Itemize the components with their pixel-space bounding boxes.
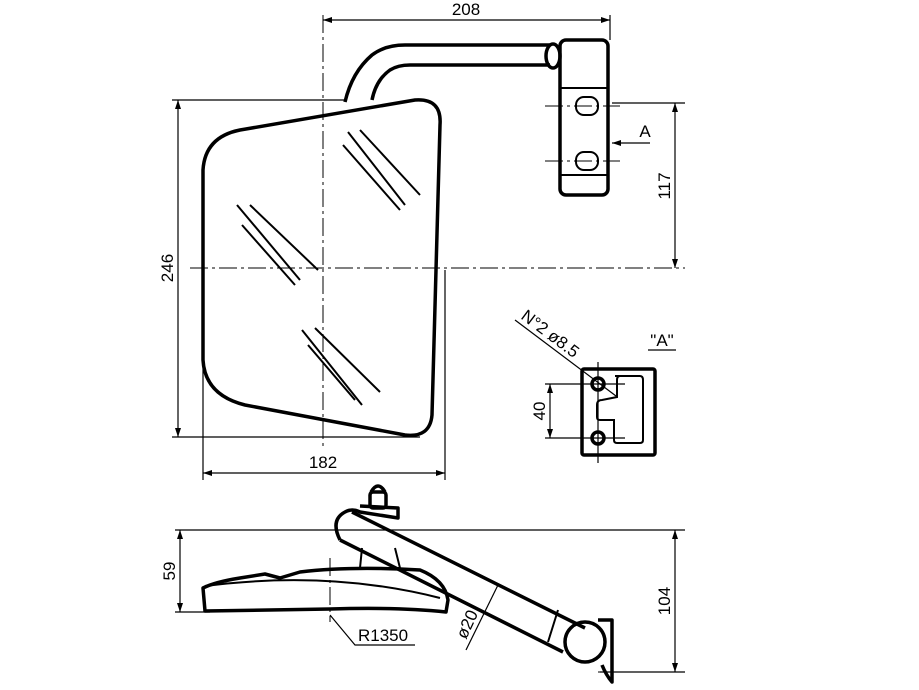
arm-upper-edge <box>343 43 550 103</box>
dimension-117: 117 <box>655 172 674 199</box>
dimension-246: 246 <box>158 254 177 282</box>
radius-leader <box>329 614 415 646</box>
dimension-208: 208 <box>452 0 480 19</box>
arm-tube <box>339 510 586 654</box>
dimension-40: 40 <box>530 402 549 421</box>
dimension-104: 104 <box>655 587 674 615</box>
nut <box>368 490 388 510</box>
side-view: 59 104 R1350 ø20 <box>160 484 685 684</box>
mount-bracket <box>558 38 610 197</box>
view-a: 40 N°2 ø8.5 "A" <box>514 306 676 463</box>
view-a-title: "A" <box>650 331 673 350</box>
dimension-182: 182 <box>309 453 337 472</box>
mirror-side-profile <box>201 566 450 614</box>
tube-diameter: ø20 <box>452 607 482 642</box>
arm-end <box>544 42 562 70</box>
plate-profile <box>596 375 644 444</box>
radius-note: R1350 <box>358 626 408 645</box>
front-view: 208 A 117 246 182 <box>158 0 685 480</box>
nut-cap <box>369 484 387 493</box>
ball-joint <box>563 620 607 664</box>
arm-lower-edge <box>370 63 550 101</box>
view-a-arrow-label: A <box>639 122 651 141</box>
arm-hook <box>334 504 400 541</box>
mount-plate <box>598 618 614 684</box>
glare-lines <box>236 129 421 406</box>
diameter-leader <box>465 584 499 651</box>
mirror-outline <box>201 98 442 438</box>
mirror-mount-boss <box>358 547 402 569</box>
holes-note: N°2 ø8.5 <box>518 306 583 362</box>
holes-leader <box>514 319 617 397</box>
dimension-59: 59 <box>160 562 179 581</box>
plate-outline <box>580 367 657 457</box>
